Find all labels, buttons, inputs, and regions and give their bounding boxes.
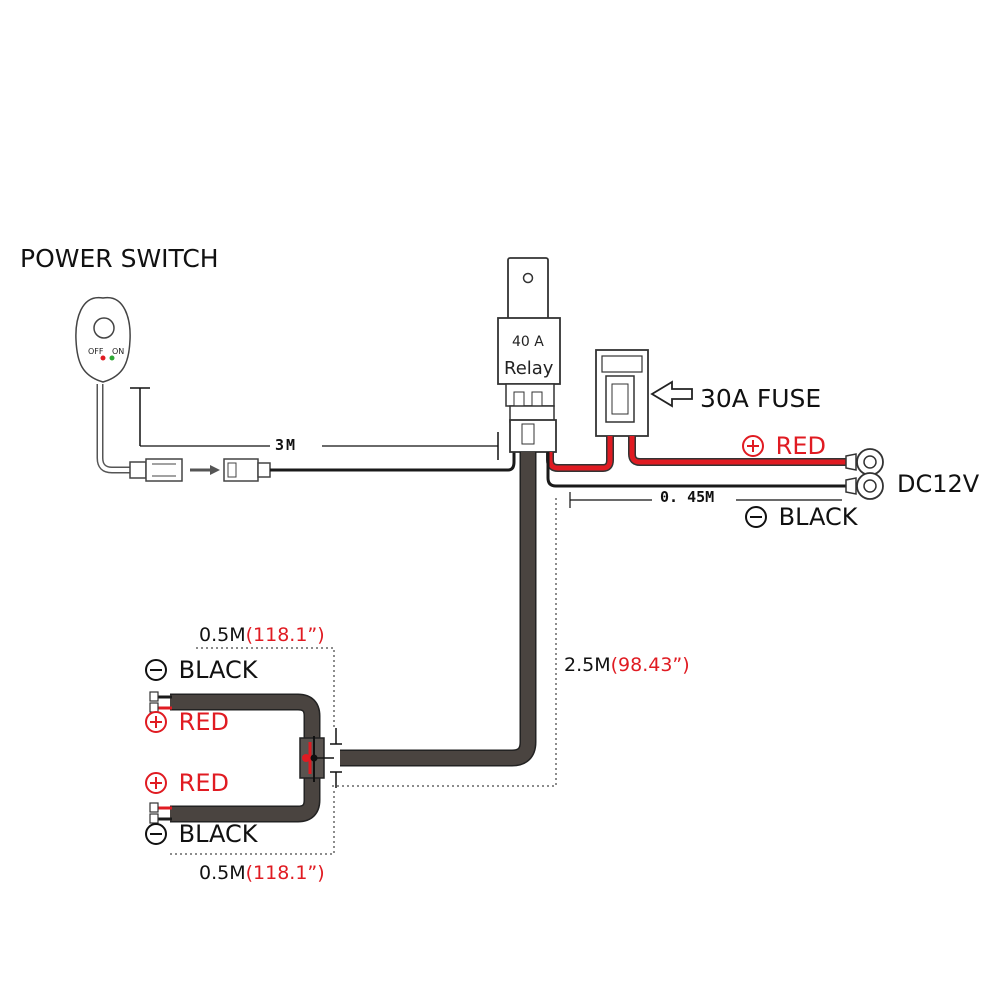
power-switch: OFF ON: [75, 296, 131, 383]
plus-circle-icon: [742, 435, 764, 457]
light-black-bottom-label: BLACK: [145, 822, 258, 846]
minus-circle-icon: [145, 659, 167, 681]
power-switch-label: POWER SWITCH: [20, 244, 219, 273]
red-ring-terminal: [845, 448, 884, 476]
relay-name: Relay: [504, 358, 554, 379]
switch-lead: [98, 384, 130, 472]
light-leads-top: [149, 691, 172, 713]
upper-branch-length-label: 0.5M(118.1”): [199, 626, 325, 645]
fuse-pointer-icon: [650, 380, 693, 408]
switch-cable-length: 3M: [275, 436, 298, 454]
light-leads-bottom: [149, 802, 172, 824]
relay-mounting-tab: [507, 257, 549, 321]
supply-black-text: BLACK: [778, 503, 858, 531]
main-cable-length-inch: (98.43”): [610, 654, 690, 676]
dimension-lower-branch: [170, 790, 335, 855]
plus-circle-icon: [145, 711, 167, 733]
light-black-top-text: BLACK: [178, 656, 258, 684]
relay-body: [497, 317, 561, 385]
main-cable-length: 2.5M: [564, 654, 611, 676]
relay-rating: 40 A: [512, 334, 544, 350]
minus-circle-icon: [745, 506, 767, 528]
ground-black-wire: [546, 452, 848, 488]
dc-voltage-label: DC12V: [897, 470, 980, 498]
ground-wire-length: 0. 45M: [660, 488, 715, 506]
on-led: [109, 355, 115, 361]
switch-on-label: ON: [112, 347, 124, 356]
upper-branch-length-inch: (118.1”): [245, 624, 325, 646]
light-red-top-text: RED: [178, 708, 229, 736]
switch-cable: [270, 448, 516, 472]
lower-branch-length-label: 0.5M(118.1”): [199, 864, 325, 883]
switch-lead-outline: [96, 384, 130, 474]
lower-branch-length-inch: (118.1”): [245, 862, 325, 884]
light-black-bottom-text: BLACK: [178, 820, 258, 848]
upper-branch-length: 0.5M: [199, 624, 246, 646]
switch-connector-female: [223, 458, 271, 482]
relay-fuse-red-wire: [547, 436, 613, 471]
lower-branch-length: 0.5M: [199, 862, 246, 884]
light-black-top-label: BLACK: [145, 658, 258, 682]
relay-fuse-red-outline: [546, 436, 614, 472]
switch-button: [93, 317, 115, 339]
connect-arrow-icon: [190, 465, 220, 475]
relay: 40 A Relay: [497, 257, 561, 453]
fuse-label: 30A FUSE: [700, 384, 822, 413]
dimension-25m: [330, 498, 557, 787]
switch-off-label: OFF: [88, 347, 104, 356]
dimension-upper-branch: [196, 647, 335, 730]
supply-red-label: RED: [742, 434, 826, 458]
fuse-holder: [595, 349, 649, 437]
light-red-bottom-text: RED: [178, 769, 229, 797]
plus-circle-icon: [145, 772, 167, 794]
black-ring-terminal: [845, 472, 884, 500]
light-red-top-label: RED: [145, 710, 229, 734]
off-led: [100, 355, 106, 361]
light-red-bottom-label: RED: [145, 771, 229, 795]
dimension-045m: [569, 492, 842, 508]
supply-black-label: BLACK: [745, 505, 858, 529]
main-cable-length-label: 2.5M(98.43”): [564, 656, 690, 675]
supply-red-text: RED: [775, 432, 826, 460]
cable-splitter: [299, 728, 342, 788]
main-cable-outline: [340, 452, 537, 767]
switch-connector-male: [129, 458, 183, 482]
minus-circle-icon: [145, 823, 167, 845]
fuse-red-wire: [629, 436, 848, 465]
main-cable: [340, 452, 535, 765]
dimension-3m: [130, 387, 499, 460]
